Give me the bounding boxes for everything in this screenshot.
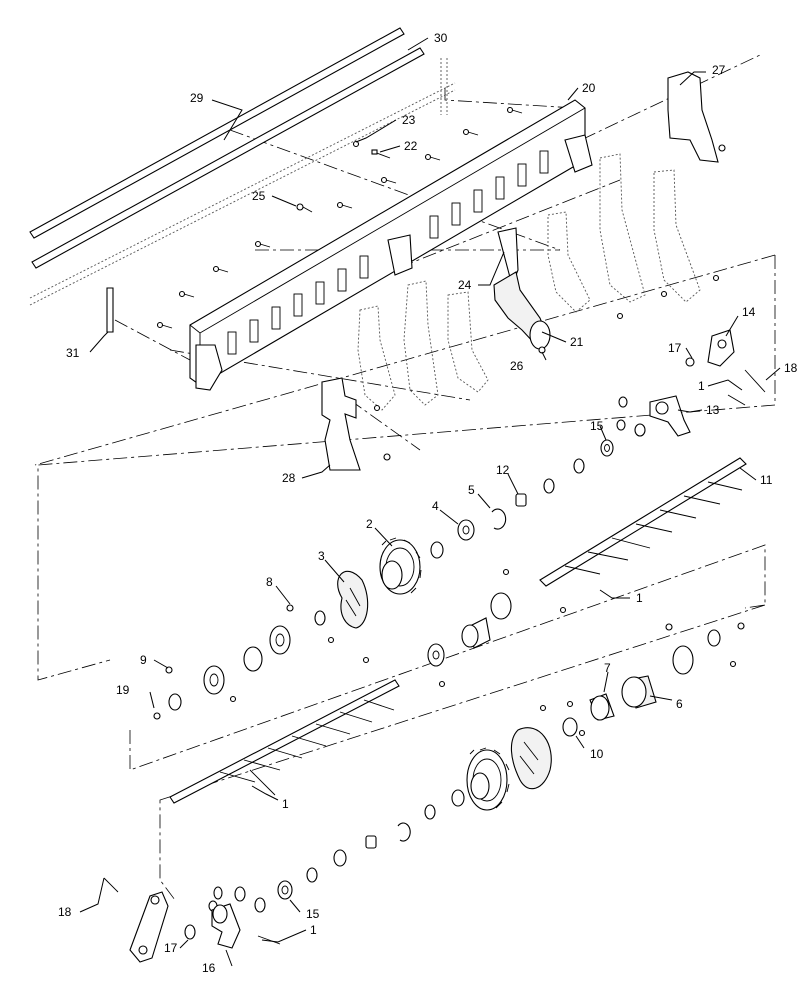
callout-12: 12 (496, 463, 510, 477)
callout-labels: 30 29 27 20 23 22 25 24 21 26 31 28 14 1… (58, 31, 798, 975)
sprocket-lower (466, 747, 510, 811)
callout-8: 8 (266, 575, 273, 589)
callout-5: 5 (468, 483, 475, 497)
callout-4: 4 (432, 499, 439, 513)
blade-row-upper (106, 71, 726, 471)
callout-6: 6 (676, 697, 683, 711)
callout-19: 19 (116, 683, 130, 697)
bearing-group-13-14 (616, 329, 766, 437)
blade-ghost (357, 153, 701, 411)
callout-23: 23 (402, 113, 416, 127)
ghost-rail-vertical (440, 58, 448, 115)
callout-10: 10 (590, 747, 604, 761)
callout-1-upper: 1 (698, 379, 705, 393)
callout-20: 20 (582, 81, 596, 95)
blade-28-plate (321, 377, 361, 471)
callout-2: 2 (366, 517, 373, 531)
chain-3-upper (337, 570, 369, 629)
callout-11: 11 (760, 473, 773, 487)
callout-1-middle: 1 (636, 591, 643, 605)
ghost-rail-lower (29, 82, 456, 306)
washer-chain-lower (208, 789, 465, 913)
callout-26: 26 (510, 359, 524, 373)
bearing-group-16-17 (103, 877, 281, 963)
callout-31: 31 (66, 346, 80, 360)
leader-lines (79, 37, 781, 967)
beam-bolts (156, 106, 523, 329)
callout-15-upper: 15 (590, 419, 604, 433)
callout-30: 30 (434, 31, 448, 45)
callout-14: 14 (742, 305, 756, 319)
sprocket-2 (379, 537, 422, 595)
shaft-11 (539, 457, 747, 587)
callout-22: 22 (404, 139, 418, 153)
callout-21: 21 (570, 335, 584, 349)
beam-slots (227, 150, 549, 355)
callout-1-bottom: 1 (310, 923, 317, 937)
rail-29 (29, 27, 405, 239)
callout-17-upper: 17 (668, 341, 682, 355)
callout-9: 9 (140, 653, 147, 667)
callout-1-lower: 1 (282, 797, 289, 811)
callout-28: 28 (282, 471, 296, 485)
rail-30 (31, 47, 425, 269)
callout-7: 7 (604, 661, 611, 675)
callout-27: 27 (712, 63, 726, 77)
main-beam-20 (189, 99, 593, 391)
callout-29: 29 (190, 91, 204, 105)
callout-15-lower: 15 (306, 907, 320, 921)
callout-16: 16 (202, 961, 216, 975)
callout-13: 13 (706, 403, 720, 417)
washer-chain-upper (430, 439, 614, 559)
blade-31-bar (106, 287, 114, 333)
callout-18-upper: 18 (784, 361, 798, 375)
hub-group-middle (153, 568, 567, 720)
callout-24: 24 (458, 278, 472, 292)
assembly-boundary-lines (34, 54, 776, 901)
blade-21 (493, 227, 551, 350)
callout-25: 25 (252, 189, 266, 203)
callout-17-lower: 17 (164, 941, 178, 955)
bearing-group-6-7 (539, 622, 745, 737)
callout-3: 3 (318, 549, 325, 563)
callout-18-lower: 18 (58, 905, 72, 919)
shaft-lower (169, 679, 400, 804)
blade-27-plate (667, 71, 719, 163)
chain-lower (510, 727, 552, 790)
